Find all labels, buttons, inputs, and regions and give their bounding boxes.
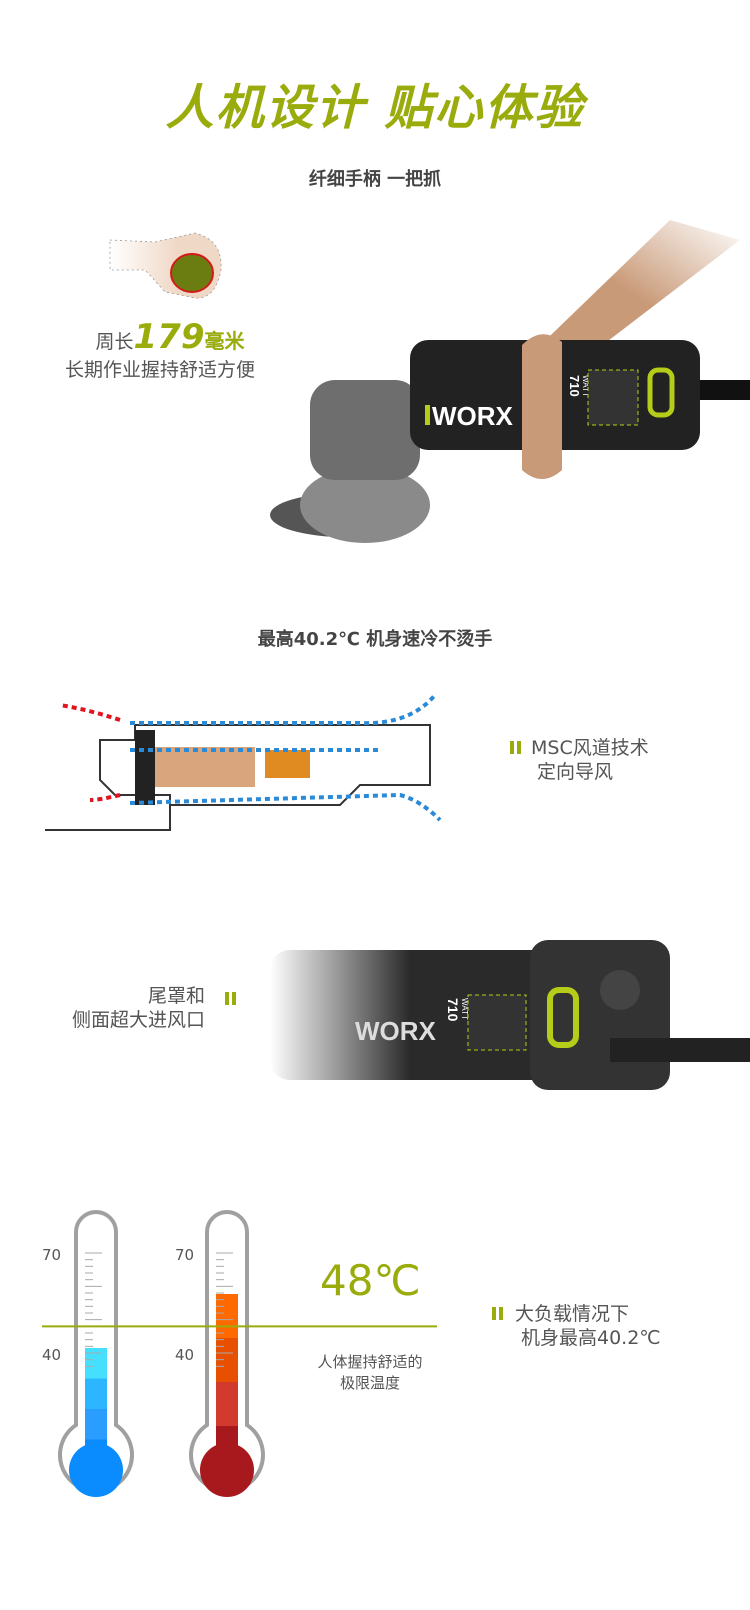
limit-desc-2: 极限温度 [339, 1374, 400, 1392]
thermometer-fill-segment [85, 1378, 107, 1410]
watt-value-rear: 710 [445, 998, 461, 1022]
thermometer-bulb [200, 1443, 254, 1497]
msc-label-line2: 定向导风 [537, 761, 614, 783]
msc-label: MSC风道技术定向导风 [510, 736, 649, 784]
section2-subtitle: 最高40.2℃ 机身速冷不烫手 [257, 629, 493, 650]
watt-unit: WATT [581, 375, 590, 397]
hand [522, 334, 562, 479]
limit-temp: 48℃ [320, 1256, 421, 1305]
right-tick-70: 70 [175, 1246, 194, 1264]
limit-desc-1: 人体握持舒适的 [317, 1353, 423, 1371]
max-temp-line2: 机身最高40.2℃ [521, 1327, 661, 1349]
thermometer-fill-segment [85, 1409, 107, 1441]
right-tick-40: 40 [175, 1346, 194, 1364]
vent-marker-icon [225, 990, 239, 1009]
vent-label: 尾罩和侧面超大进风口 [20, 984, 205, 1032]
grip-description: 长期作业握持舒适方便 [64, 359, 255, 381]
circumference-text: 周长179毫米 [60, 320, 280, 354]
thermometer-bulb [69, 1443, 123, 1497]
airflow-diagram [45, 693, 442, 831]
vent-label-line2: 侧面超大进风口 [71, 1009, 205, 1031]
watt-value: 710 [567, 375, 582, 397]
thermometer-worx [189, 1210, 265, 1497]
circ-value: 179 [133, 317, 205, 357]
thermometer-comparison: 70 40 70 40 [42, 1210, 437, 1497]
hand-grip-icon [109, 232, 222, 299]
brand-logo: WORX [432, 401, 514, 431]
thermometer-normal [58, 1210, 134, 1497]
thermometer-fill-segment [216, 1338, 238, 1383]
thermometer-fill-segment [216, 1382, 238, 1427]
vent-label-line1: 尾罩和 [147, 985, 205, 1007]
grinder-rear-image: WORX 710 WATT [270, 940, 750, 1090]
grinder-in-hand-image: WORX 710 WATT [270, 220, 750, 543]
left-tick-40: 40 [42, 1346, 61, 1364]
circ-prefix: 周长 [95, 331, 134, 353]
brand-logo-rear: WORX [355, 1016, 437, 1046]
section1-subtitle: 纤细手柄 一把抓 [308, 169, 442, 190]
watt-unit-rear: WATT [460, 998, 469, 1020]
left-tick-70: 70 [42, 1246, 61, 1264]
max-temp-line1: 大负载情况下 [515, 1303, 630, 1325]
thermometer-fill-segment [85, 1348, 107, 1380]
page-title: 人机设计 贴心体验 [165, 80, 585, 136]
circ-unit: 毫米 [204, 329, 245, 353]
max-temp-label: 大负载情况下机身最高40.2℃ [492, 1302, 661, 1350]
msc-label-line1: MSC风道技术 [531, 737, 649, 759]
thermometer-fill-segment [216, 1294, 238, 1339]
limit-description: 人体握持舒适的极限温度 [300, 1352, 440, 1394]
